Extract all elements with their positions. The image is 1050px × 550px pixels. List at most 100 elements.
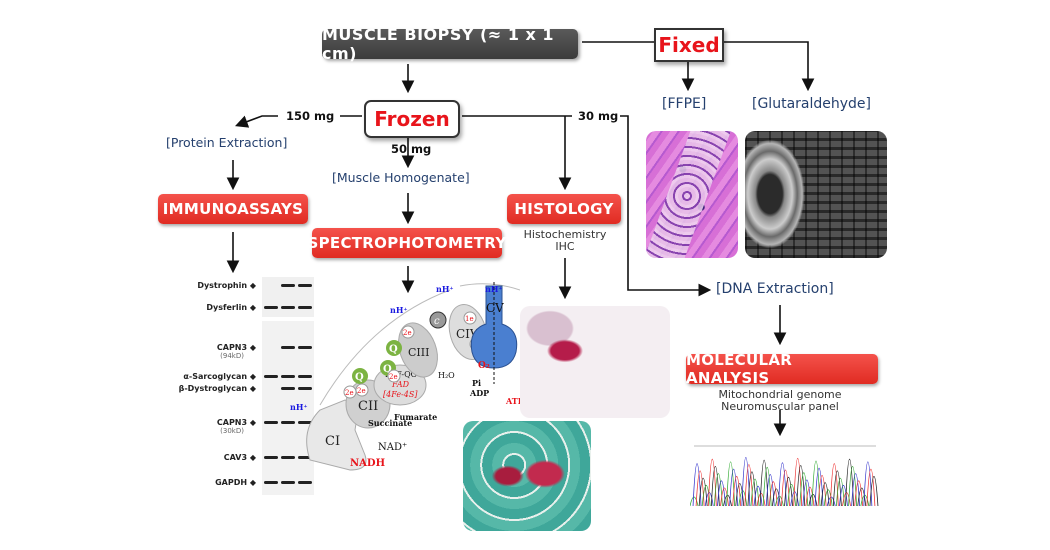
electron-microscopy-image bbox=[745, 131, 887, 258]
svg-text:Q: Q bbox=[383, 364, 392, 375]
histology-subtitle: Histochemistry IHC bbox=[510, 229, 620, 253]
molecular-analysis-label: MOLECULAR ANALYSIS bbox=[686, 351, 793, 387]
spectrophotometry-label: SPECTROPHOTOMETRY bbox=[307, 234, 507, 252]
chromatogram-peak bbox=[802, 479, 812, 507]
chromatogram-peak bbox=[698, 478, 708, 507]
fe-s-label: [4Fe-4S] bbox=[383, 390, 418, 399]
fad-label: FAD bbox=[391, 380, 410, 389]
chromatogram-peak bbox=[695, 470, 705, 507]
blot-band bbox=[281, 306, 295, 309]
amount-protein: 150 mg bbox=[286, 109, 335, 123]
complex-ii-label: CII bbox=[358, 399, 378, 414]
muscle-homogenate-label: [Muscle Homogenate] bbox=[332, 170, 470, 185]
chromatogram-peak bbox=[775, 495, 784, 507]
chromatogram-peak bbox=[805, 486, 815, 507]
nad-label: NAD⁺ bbox=[378, 442, 407, 453]
chromatogram-peak bbox=[750, 478, 760, 507]
proton-gradient-curve bbox=[319, 289, 451, 406]
amount-homogenate: 50 mg bbox=[391, 142, 432, 156]
blot-band bbox=[298, 306, 312, 309]
line-fixed-glutaraldehyde bbox=[722, 41, 815, 92]
chromatogram-peak bbox=[771, 488, 781, 507]
blot-band bbox=[264, 375, 278, 378]
blot-band bbox=[281, 456, 295, 459]
svg-text:2e: 2e bbox=[357, 387, 366, 395]
blot-band bbox=[298, 456, 312, 459]
histology-label: HISTOLOGY bbox=[514, 200, 614, 218]
succinate-label: Succinate bbox=[368, 418, 412, 428]
svg-text:nH⁺: nH⁺ bbox=[436, 284, 454, 294]
blot-band bbox=[298, 421, 312, 424]
ihc-label: IHC bbox=[555, 240, 575, 253]
blot-label: Dystrophin ◆ bbox=[197, 281, 256, 290]
frozen-label: Frozen bbox=[374, 107, 450, 131]
svg-text:Q: Q bbox=[389, 344, 398, 355]
chromatogram-peak bbox=[701, 484, 711, 507]
spectrophotometry-box: SPECTROPHOTOMETRY bbox=[308, 228, 506, 258]
chromatogram-peak bbox=[826, 496, 836, 507]
h2o-label: H₂O bbox=[438, 371, 455, 380]
pi-label: Pi bbox=[472, 378, 481, 388]
etf-qo-label: ETF-QO bbox=[385, 370, 418, 379]
muscle-biopsy-label: MUSCLE BIOPSY (≈ 1 x 1 cm) bbox=[322, 25, 555, 63]
chromatogram-peak bbox=[799, 472, 809, 507]
immunoassays-label: IMMUNOASSAYS bbox=[162, 200, 304, 218]
blot-band bbox=[281, 421, 295, 424]
svg-text:1e: 1e bbox=[465, 315, 474, 323]
frozen-box: Frozen bbox=[364, 100, 460, 138]
blot-band bbox=[281, 481, 295, 484]
gomori-trichrome-image bbox=[463, 421, 591, 531]
chromatogram-peak bbox=[836, 478, 845, 507]
chromatogram-peak bbox=[820, 482, 830, 507]
amount-dna: 30 mg bbox=[578, 109, 619, 123]
blot-label: CAV3 ◆ bbox=[223, 453, 256, 462]
svg-text:nH⁺: nH⁺ bbox=[485, 284, 503, 294]
blot-label: β-Dystroglycan ◆ bbox=[178, 384, 256, 393]
atp-label: ATP bbox=[505, 396, 520, 406]
histochemistry-label: Histochemistry bbox=[523, 228, 607, 241]
western-blot: Dystrophin ◆Dysferlin ◆CAPN3 ◆(94kD)α-Sa… bbox=[170, 277, 314, 497]
blot-band bbox=[281, 375, 295, 378]
chromatogram-peak bbox=[860, 494, 870, 507]
cytochrome-c-shape bbox=[429, 311, 447, 329]
cytochrome-c-label: c bbox=[434, 316, 440, 327]
chromatogram-peak bbox=[814, 468, 824, 507]
mitochondrial-genome-label: Mitochondrial genome bbox=[718, 388, 842, 401]
chromatogram-peak bbox=[787, 484, 796, 507]
immunoassays-box: IMMUNOASSAYS bbox=[158, 194, 308, 224]
blot-band bbox=[281, 346, 295, 349]
blot-band bbox=[298, 375, 312, 378]
chromatogram-peak bbox=[851, 473, 861, 507]
respiratory-chain-diagram: CI CII ETF-QO FAD [4Fe-4S] CIII CIV 1e 1… bbox=[290, 282, 520, 471]
blot-band bbox=[281, 387, 295, 390]
chromatogram-peak bbox=[823, 489, 833, 507]
protein-extraction-label: [Protein Extraction] bbox=[166, 135, 288, 150]
glutaraldehyde-label: [Glutaraldehyde] bbox=[752, 96, 871, 112]
chromatogram-peak bbox=[869, 475, 879, 507]
chromatogram-peak bbox=[710, 466, 720, 507]
chromatogram-peak bbox=[848, 466, 857, 507]
histochemistry-image bbox=[520, 306, 670, 418]
sequencing-chromatogram bbox=[690, 445, 879, 507]
nadh-label: NADH bbox=[350, 458, 385, 469]
chromatogram-peak bbox=[811, 460, 821, 507]
chromatogram-peak bbox=[781, 469, 790, 507]
blot-band bbox=[264, 456, 278, 459]
chromatogram-peak bbox=[839, 484, 848, 507]
chromatogram-peak bbox=[753, 485, 763, 507]
chromatogram-peak bbox=[854, 480, 864, 507]
chromatogram-peak bbox=[866, 469, 876, 507]
electron-2e-label: 2e bbox=[345, 389, 354, 397]
molecular-analysis-box: MOLECULAR ANALYSIS bbox=[686, 351, 878, 387]
complex-i-label: CI bbox=[325, 434, 340, 449]
muscle-biopsy-box: MUSCLE BIOPSY (≈ 1 x 1 cm) bbox=[322, 25, 578, 63]
fumarate-label: Fumarate bbox=[394, 412, 437, 422]
chromatogram-peak bbox=[720, 487, 729, 507]
svg-text:2e: 2e bbox=[403, 329, 412, 337]
complex-v-label: CV bbox=[486, 301, 504, 315]
ffpe-label: [FFPE] bbox=[662, 96, 707, 112]
svg-text:nH⁺: nH⁺ bbox=[390, 305, 408, 315]
blot-band bbox=[264, 306, 278, 309]
neuromuscular-panel-label: Neuromuscular panel bbox=[721, 400, 839, 413]
